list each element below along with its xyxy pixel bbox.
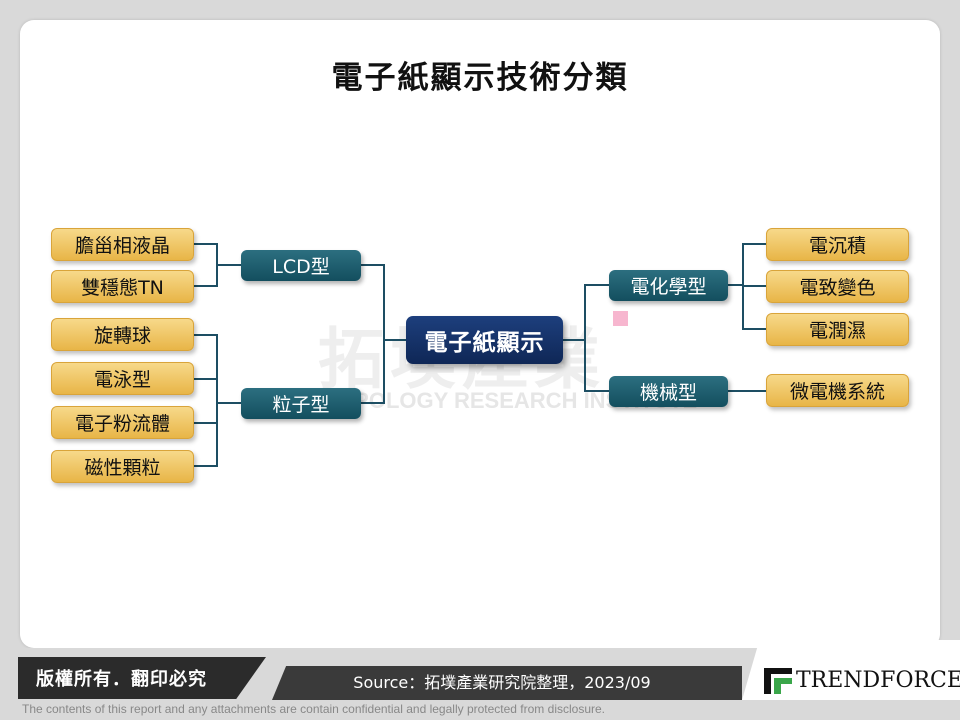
trendforce-logo-icon xyxy=(764,668,792,694)
category-mechanical: 機械型 xyxy=(609,376,728,407)
connector-right-categories xyxy=(584,284,609,392)
leaf-twisting-ball: 旋轉球 xyxy=(51,318,194,351)
leaf-electrochromic: 電致變色 xyxy=(766,270,909,303)
category-particle: 粒子型 xyxy=(241,388,361,419)
leaf-electronic-liquid-powder: 電子粉流體 xyxy=(51,406,194,439)
leaf-electrodeposition: 電沉積 xyxy=(766,228,909,261)
page-title: 電子紙顯示技術分類 xyxy=(331,60,629,96)
disclaimer: The contents of this report and any atta… xyxy=(22,702,605,716)
source-bar xyxy=(272,666,742,700)
pink-marker xyxy=(613,311,628,326)
connector-lcd-children xyxy=(194,243,218,287)
leaf-cholesteric-lc: 膽甾相液晶 xyxy=(51,228,194,261)
leaf-mems: 微電機系統 xyxy=(766,374,909,407)
root-node: 電子紙顯示 xyxy=(406,316,563,364)
brand-name: TRENDFORCE xyxy=(796,668,960,693)
leaf-electrophoretic: 電泳型 xyxy=(51,362,194,395)
source-text: Source：拓墣產業研究院整理，2023/09 xyxy=(353,673,651,692)
connector-left-categories xyxy=(361,264,385,404)
leaf-electrowetting: 電潤濕 xyxy=(766,313,909,346)
category-electrochemical: 電化學型 xyxy=(609,270,728,301)
leaf-bistable-tn: 雙穩態TN xyxy=(51,270,194,303)
copyright-label: 版權所有．翻印必究 xyxy=(18,657,266,699)
category-lcd: LCD型 xyxy=(241,250,361,281)
connector-particle-children xyxy=(194,334,218,467)
leaf-magnetic-particle: 磁性顆粒 xyxy=(51,450,194,483)
